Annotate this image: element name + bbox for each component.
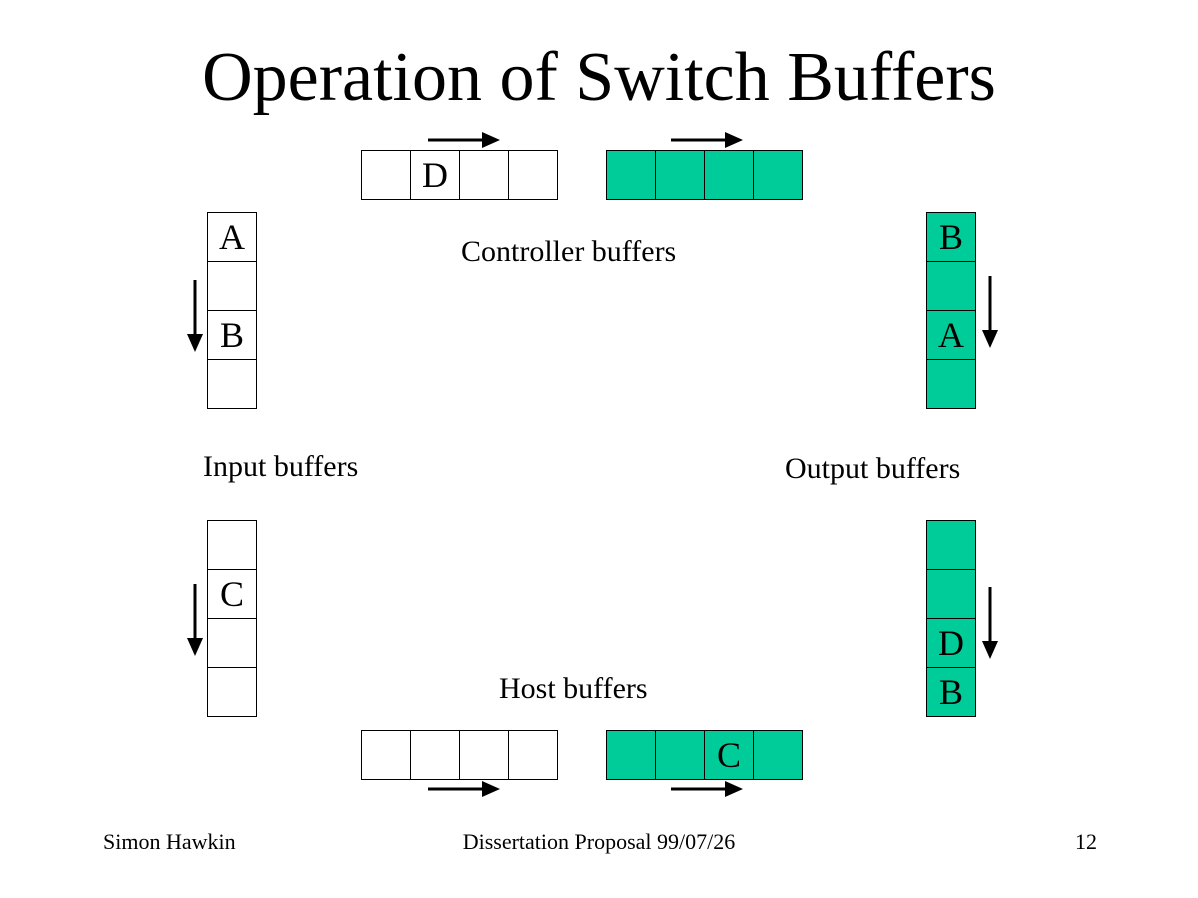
input-buffer-bottom: C xyxy=(207,520,257,717)
host-buffers-label: Host buffers xyxy=(499,672,648,705)
buffer-slot xyxy=(655,150,705,200)
buffer-slot xyxy=(410,730,460,780)
buffer-slot xyxy=(207,520,257,570)
host-input-buffer xyxy=(361,730,558,780)
buffer-slot xyxy=(207,667,257,717)
buffer-slot xyxy=(207,618,257,668)
input-buffers-label: Input buffers xyxy=(203,450,359,483)
buffer-slot xyxy=(704,150,754,200)
buffer-slot xyxy=(926,261,976,311)
buffer-slot xyxy=(207,261,257,311)
slide-number: 12 xyxy=(1075,829,1097,854)
buffer-slot xyxy=(926,569,976,619)
down-arrow-icon xyxy=(982,276,998,348)
buffer-slot xyxy=(606,730,656,780)
buffer-slot: D xyxy=(926,618,976,668)
host-output-buffer: C xyxy=(606,730,803,780)
right-arrow-icon xyxy=(671,781,743,797)
buffer-slot xyxy=(508,730,558,780)
buffer-slot xyxy=(926,520,976,570)
buffer-slot xyxy=(459,150,509,200)
buffer-slot: B xyxy=(207,310,257,360)
buffer-slot xyxy=(753,730,803,780)
right-arrow-icon xyxy=(428,781,500,797)
buffer-slot xyxy=(459,730,509,780)
buffer-slot: A xyxy=(207,212,257,262)
down-arrow-icon xyxy=(187,280,203,352)
right-arrow-icon xyxy=(428,132,500,148)
buffer-slot xyxy=(361,150,411,200)
controller-buffers-label: Controller buffers xyxy=(461,235,677,268)
controller-output-buffer xyxy=(606,150,803,200)
footer-author: Simon Hawkin xyxy=(103,829,236,854)
buffer-slot: C xyxy=(704,730,754,780)
buffer-slot xyxy=(655,730,705,780)
down-arrow-icon xyxy=(187,584,203,656)
buffer-slot: C xyxy=(207,569,257,619)
footer-center: Dissertation Proposal 99/07/26 xyxy=(462,829,736,854)
buffer-slot: B xyxy=(926,212,976,262)
buffer-slot: B xyxy=(926,667,976,717)
output-buffers-label: Output buffers xyxy=(785,452,961,485)
buffer-slot: A xyxy=(926,310,976,360)
controller-input-buffer: D xyxy=(361,150,558,200)
buffer-slot: D xyxy=(410,150,460,200)
right-arrow-icon xyxy=(671,132,743,148)
buffer-slot xyxy=(926,359,976,409)
buffer-slot xyxy=(207,359,257,409)
slide-title: Operation of Switch Buffers xyxy=(202,39,996,116)
buffer-slot xyxy=(361,730,411,780)
down-arrow-icon xyxy=(982,587,998,659)
buffer-slot xyxy=(753,150,803,200)
buffer-slot xyxy=(508,150,558,200)
buffer-slot xyxy=(606,150,656,200)
